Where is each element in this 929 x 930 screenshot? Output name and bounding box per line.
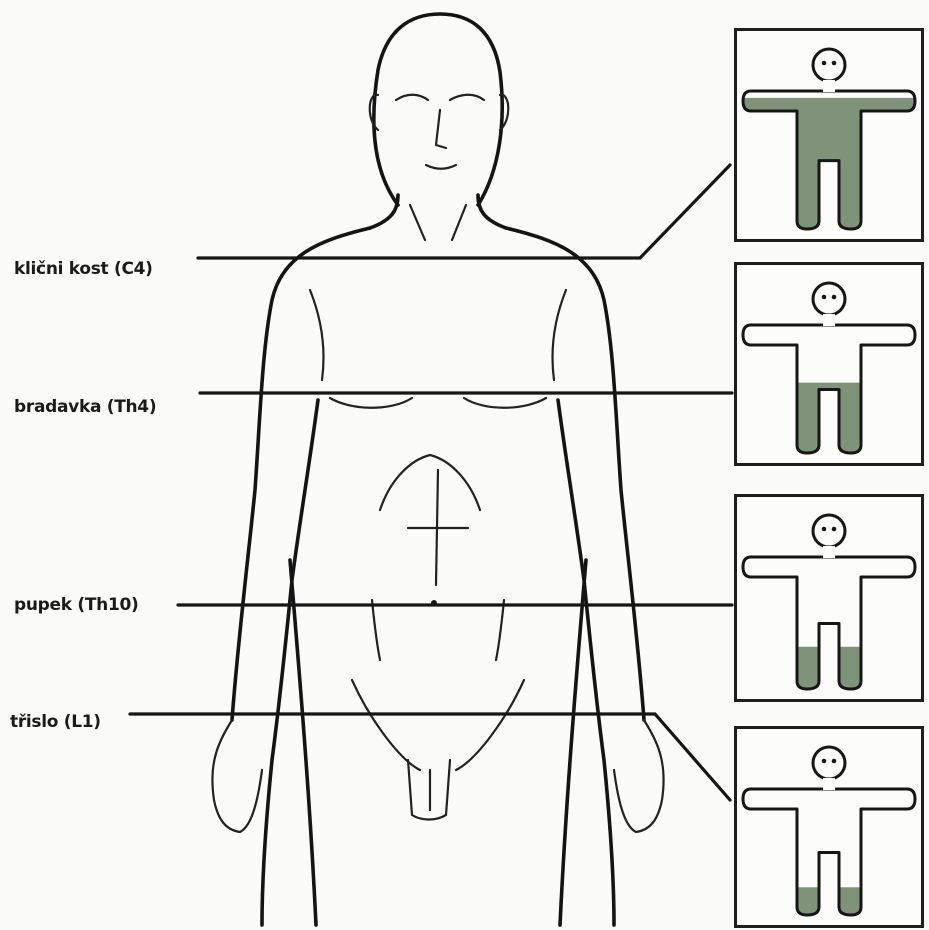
mini-eye — [822, 527, 827, 532]
panel-navel — [734, 494, 924, 702]
nose — [436, 110, 446, 148]
torso-left — [232, 228, 370, 720]
mini-body-outline — [743, 325, 915, 453]
mini-head — [813, 747, 845, 779]
mini-body-outline — [743, 789, 915, 915]
mini-neck — [823, 314, 835, 326]
mini-eye — [822, 759, 827, 764]
mini-eye — [822, 295, 827, 300]
mini-eye — [822, 61, 827, 66]
label-clavicle: klični kost (C4) — [14, 259, 153, 279]
hand-right — [614, 720, 664, 832]
mini-eye — [832, 295, 837, 300]
hand-left — [212, 720, 262, 832]
arm-inner-right — [558, 400, 614, 925]
leg-left — [290, 560, 316, 925]
pectorals — [330, 398, 546, 408]
shaded-region — [737, 98, 921, 239]
panel-nipple — [734, 262, 924, 466]
label-navel: pupek (Th10) — [14, 595, 139, 615]
panel-clavicle — [734, 28, 924, 242]
eyebrows — [396, 95, 484, 100]
torso-right — [506, 228, 644, 720]
mini-head — [813, 49, 845, 81]
shaded-region — [737, 887, 921, 925]
mouth — [426, 165, 456, 169]
mini-figure-groin — [737, 729, 921, 925]
leg-right — [560, 560, 586, 925]
label-nipple: bradavka (Th4) — [14, 397, 156, 417]
mini-eye — [832, 61, 837, 66]
mini-figure-clavicle — [737, 31, 921, 239]
mini-neck — [823, 80, 835, 92]
mini-head — [813, 283, 845, 315]
label-groin: třislo (L1) — [10, 712, 101, 732]
mini-eye — [832, 527, 837, 532]
mini-body-outline — [743, 557, 915, 689]
mini-neck — [823, 778, 835, 790]
shaded-region — [737, 383, 921, 463]
mini-eye — [832, 759, 837, 764]
mini-head — [813, 515, 845, 547]
hips — [352, 680, 524, 770]
abdomen — [380, 455, 480, 510]
shaded-region — [737, 647, 921, 699]
mini-figure-navel — [737, 497, 921, 699]
arm-inner-left — [262, 400, 318, 925]
mini-figure-nipple — [737, 265, 921, 463]
head-outline — [374, 14, 502, 205]
panel-groin — [734, 726, 924, 928]
mini-neck — [823, 546, 835, 558]
